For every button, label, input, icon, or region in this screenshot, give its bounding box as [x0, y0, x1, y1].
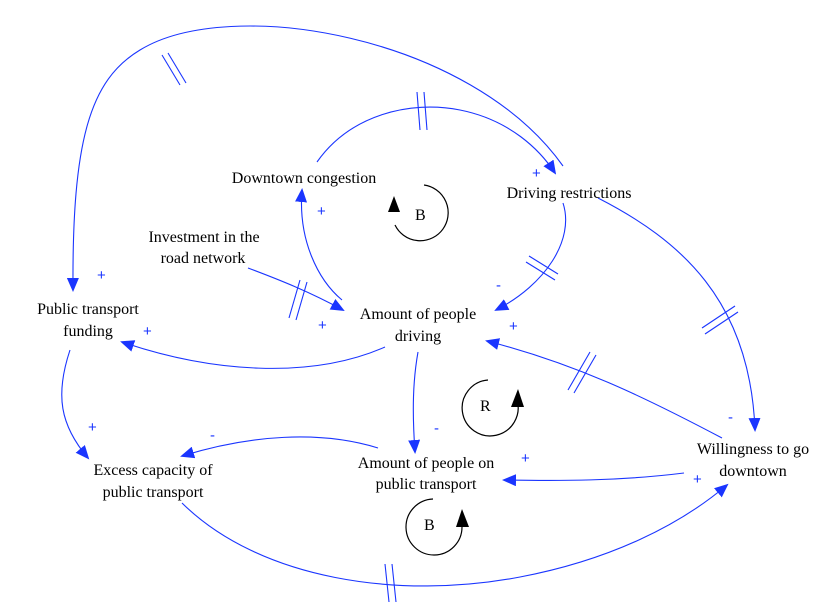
polarity-sign: + — [693, 471, 702, 488]
delay-mark — [525, 255, 559, 281]
variable-amount-of-people-driving: Amount of people driving — [360, 306, 476, 345]
variable-public-transport-funding: Public transport funding — [37, 301, 139, 340]
link-willingness-to-amount-public-transport — [502, 472, 685, 487]
link-amount-driving-to-downtown-congestion — [295, 188, 343, 301]
variable-funding-line1: Public transport — [37, 301, 139, 318]
polarity-sign: + — [143, 323, 152, 340]
variable-excess-capacity-of-public-transport: Excess capacity of public transport — [93, 462, 213, 501]
link-willingness-to-amount-driving — [485, 338, 723, 439]
variable-driving-line2: driving — [395, 328, 441, 345]
loop-label-bottom: B — [424, 517, 435, 534]
variable-investment-in-road-network: Investment in the road network — [148, 229, 259, 267]
delay-mark — [567, 351, 597, 394]
polarity-sign: - — [434, 420, 439, 437]
variable-driving-restrictions: Driving restrictions — [507, 185, 632, 202]
variable-willingness-line2: downtown — [719, 463, 787, 480]
polarity-sign: + — [88, 419, 97, 436]
polarity-sign: - — [496, 277, 501, 294]
delay-mark — [161, 52, 187, 86]
variable-excess-line2: public transport — [103, 484, 204, 501]
variable-downtown-congestion: Downtown congestion — [232, 170, 376, 187]
delay-mark — [701, 305, 739, 335]
polarity-sign: + — [521, 450, 530, 467]
link-driving-restrictions-to-public-transport-funding — [66, 25, 564, 292]
variable-amount-of-people-on-public-transport: Amount of people on public transport — [358, 455, 494, 493]
loop-marker-middle: R — [461, 379, 524, 437]
polarity-sign: + — [97, 267, 106, 284]
variable-public-transport-line2: public transport — [376, 476, 477, 493]
loop-marker-bottom: B — [405, 498, 469, 556]
polarity-sign: + — [317, 203, 326, 220]
variable-investment-line2: road network — [161, 250, 246, 267]
link-excess-capacity-to-willingness — [181, 483, 729, 587]
polarity-sign: + — [318, 317, 327, 334]
variable-driving-line1: Amount of people — [360, 306, 476, 323]
delay-mark — [288, 279, 308, 321]
variable-investment-line1: Investment in the — [148, 229, 259, 246]
link-amount-public-transport-to-excess-capacity — [180, 436, 379, 459]
variable-public-transport-line1: Amount of people on — [358, 455, 494, 472]
variable-funding-line2: funding — [63, 323, 113, 340]
link-driving-restrictions-to-willingness — [597, 197, 761, 432]
loop-label-top: B — [415, 207, 426, 224]
link-driving-restrictions-to-amount-driving — [494, 202, 567, 311]
loop-marker-top: B — [388, 184, 449, 242]
link-amount-driving-to-public-transport-funding — [120, 340, 386, 369]
link-amount-driving-to-amount-public-transport — [408, 351, 421, 454]
link-public-transport-funding-to-excess-capacity — [61, 349, 90, 460]
variable-willingness-line1: Willingness to go — [697, 441, 809, 458]
delay-mark — [416, 91, 428, 131]
link-downtown-congestion-to-driving-restrictions — [316, 106, 557, 175]
polarity-sign: - — [728, 409, 733, 426]
polarity-sign: - — [210, 427, 215, 444]
polarity-sign: + — [532, 165, 541, 182]
loop-label-middle: R — [480, 398, 491, 415]
link-investment-to-amount-driving — [247, 267, 345, 311]
variable-willingness-to-go-downtown: Willingness to go downtown — [697, 441, 809, 480]
delay-mark — [384, 563, 397, 603]
polarity-sign: + — [509, 318, 518, 335]
variable-excess-line1: Excess capacity of — [93, 462, 213, 479]
